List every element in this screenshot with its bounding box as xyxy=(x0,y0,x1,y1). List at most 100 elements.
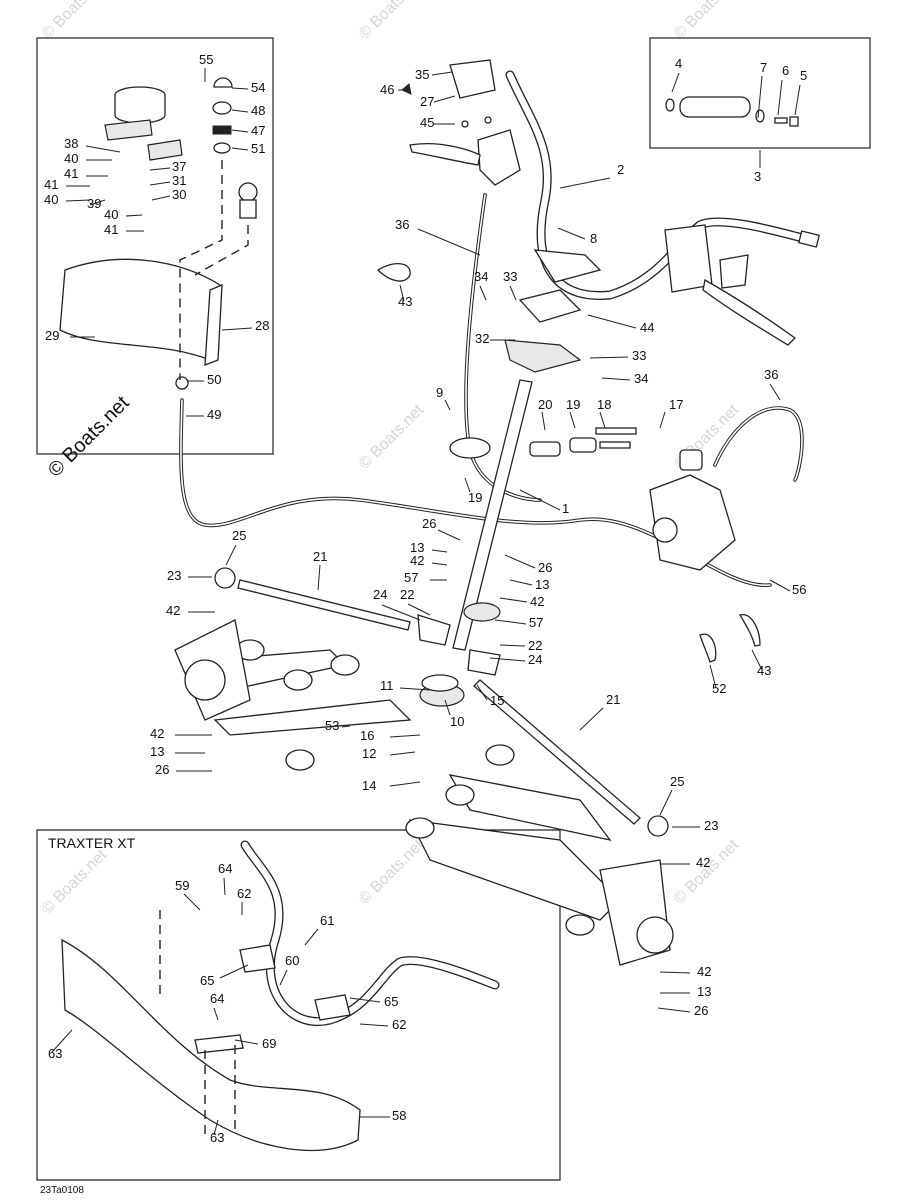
callout-leader-63 xyxy=(213,1119,219,1136)
callout-leader-38 xyxy=(85,145,121,153)
callout-leader-59 xyxy=(183,893,201,911)
callout-leader-65 xyxy=(349,997,381,1003)
left-suspension xyxy=(174,619,412,771)
callout-leader-4 xyxy=(671,72,680,93)
callout-leader-27 xyxy=(433,95,456,103)
callout-42: 42 xyxy=(166,603,215,618)
column-brackets xyxy=(419,427,637,707)
callout-number-65: 65 xyxy=(384,994,398,1009)
callout-number-6: 6 xyxy=(782,63,789,78)
callout-41: 41 xyxy=(64,166,108,181)
tie-rods xyxy=(214,567,669,837)
callout-leader-40 xyxy=(125,214,143,217)
callout-52: 52 xyxy=(709,664,726,696)
callout-number-26: 26 xyxy=(422,516,436,531)
callout-34: 34 xyxy=(601,371,648,386)
callout-40: 40 xyxy=(104,207,143,222)
callout-number-42: 42 xyxy=(696,855,710,870)
callout-number-42: 42 xyxy=(166,603,180,618)
callout-leader-19 xyxy=(569,411,576,429)
callout-leader-6 xyxy=(777,79,783,116)
callout-leader-53 xyxy=(341,725,351,728)
callout-7: 7 xyxy=(757,60,767,119)
callout-number-64: 64 xyxy=(218,861,232,876)
callout-16: 16 xyxy=(360,728,421,743)
brake-lever-assembly xyxy=(401,59,521,186)
callout-number-41: 41 xyxy=(104,222,118,237)
callout-leader-11 xyxy=(399,687,431,691)
inset-box-gauge xyxy=(36,37,274,455)
callout-leader-42 xyxy=(431,562,448,566)
watermark-8: © Boats.net xyxy=(671,836,743,908)
callout-leader-26 xyxy=(657,1007,691,1013)
callout-leader-14 xyxy=(389,781,421,787)
callout-51: 51 xyxy=(231,141,265,156)
callout-leader-19 xyxy=(464,477,471,493)
callout-number-65: 65 xyxy=(200,973,214,988)
callout-number-43: 43 xyxy=(398,294,412,309)
callout-42: 42 xyxy=(660,855,710,870)
callout-27: 27 xyxy=(420,94,456,109)
callout-leader-25 xyxy=(225,544,237,566)
callout-35: 35 xyxy=(415,67,453,82)
callout-42: 42 xyxy=(150,726,212,741)
callout-number-64: 64 xyxy=(210,991,224,1006)
callout-37: 37 xyxy=(149,159,186,174)
callout-57: 57 xyxy=(404,570,447,585)
callout-number-42: 42 xyxy=(150,726,164,741)
callout-43: 43 xyxy=(398,284,412,309)
callout-number-36: 36 xyxy=(764,367,778,382)
callout-6: 6 xyxy=(777,63,789,116)
throttle-assembly xyxy=(664,224,797,346)
callout-33: 33 xyxy=(503,269,517,301)
callout-number-30: 30 xyxy=(172,187,186,202)
callout-leader-24 xyxy=(489,657,526,662)
callout-62: 62 xyxy=(359,1017,406,1032)
callout-2: 2 xyxy=(559,162,624,189)
callout-42: 42 xyxy=(499,594,544,609)
watermark-1: © Boats.net xyxy=(39,0,111,43)
callout-21: 21 xyxy=(579,692,620,731)
callout-number-51: 51 xyxy=(251,141,265,156)
callout-leader-18 xyxy=(599,411,606,429)
callout-60: 60 xyxy=(279,953,299,986)
callout-number-16: 16 xyxy=(360,728,374,743)
callout-22: 22 xyxy=(499,638,542,653)
watermark-7: © Boats.net xyxy=(356,836,428,908)
callout-41: 41 xyxy=(104,222,144,237)
callout-number-42: 42 xyxy=(410,553,424,568)
callout-number-60: 60 xyxy=(285,953,299,968)
callout-55: 55 xyxy=(199,52,213,82)
callout-number-47: 47 xyxy=(251,123,265,138)
callout-leader-21 xyxy=(317,564,321,591)
callout-leader-24 xyxy=(381,604,421,621)
callout-number-40: 40 xyxy=(64,151,78,166)
callout-leader-43 xyxy=(751,649,763,671)
callout-number-14: 14 xyxy=(362,778,376,793)
callout-26: 26 xyxy=(155,762,212,777)
callout-leader-2 xyxy=(559,177,611,189)
callout-number-55: 55 xyxy=(199,52,213,67)
callout-leader-44 xyxy=(587,314,637,329)
xt-assembly xyxy=(61,840,500,1151)
callout-leader-60 xyxy=(279,969,288,986)
callout-number-12: 12 xyxy=(362,746,376,761)
callout-leader-10 xyxy=(444,699,451,716)
callout-leader-33 xyxy=(589,356,629,359)
callout-number-45: 45 xyxy=(420,115,434,130)
gauge-guide-dash-2 xyxy=(194,225,249,276)
callout-leader-62 xyxy=(359,1023,389,1027)
callout-8: 8 xyxy=(557,227,597,246)
callout-number-24: 24 xyxy=(528,652,542,667)
callout-leader-33 xyxy=(509,285,517,301)
callout-number-50: 50 xyxy=(207,372,221,387)
callout-64: 64 xyxy=(210,991,224,1021)
callout-13: 13 xyxy=(410,540,448,555)
callout-number-33: 33 xyxy=(503,269,517,284)
callout-63: 63 xyxy=(210,1119,224,1145)
callout-19: 19 xyxy=(464,477,482,505)
callout-leader-20 xyxy=(541,411,546,431)
callout-number-29: 29 xyxy=(45,328,59,343)
callout-46: 46 xyxy=(380,82,402,97)
callout-number-42: 42 xyxy=(697,964,711,979)
